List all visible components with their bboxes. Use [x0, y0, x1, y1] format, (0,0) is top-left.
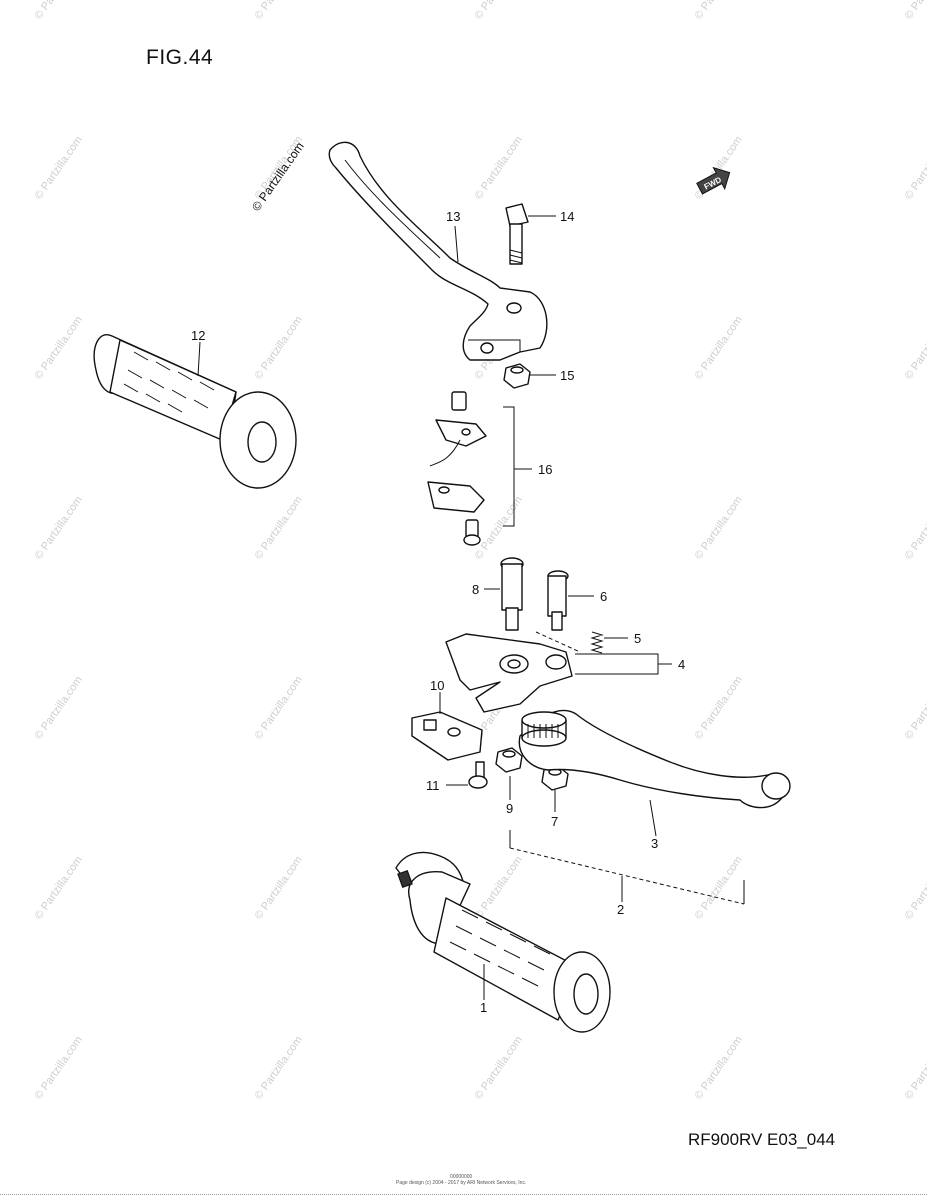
- part-10-switch: [411, 711, 483, 761]
- diagram-reference-code: RF900RV E03_044: [688, 1130, 836, 1149]
- part-1-throttle-grip: [395, 851, 611, 1033]
- callout-12: 12: [191, 328, 205, 343]
- callout-5: 5: [634, 631, 641, 646]
- watermark-text: © Partzilla.com: [903, 494, 927, 562]
- watermark-text: © Partzilla.com: [903, 1034, 927, 1102]
- part-3-lever: [518, 709, 791, 809]
- footer-line-2: Page design (c) 2004 - 2017 by ARI Netwo…: [396, 1180, 527, 1186]
- watermark-text: © Partzilla.com: [253, 494, 305, 562]
- watermark-text: © Partzilla.com: [473, 1034, 525, 1102]
- part-15-nut: [503, 363, 531, 389]
- watermark-text: © Partzilla.com: [903, 674, 927, 742]
- watermark-text: © Partzilla.com: [903, 854, 927, 922]
- watermark-text: © Partzilla.com: [33, 674, 85, 742]
- watermark-text: © Partzilla.com: [33, 1034, 85, 1102]
- callout-6: 6: [600, 589, 607, 604]
- watermark-text: © Partzilla.com: [33, 854, 85, 922]
- part-16-switch-assembly: [427, 391, 487, 546]
- part-11-screw: [468, 761, 488, 789]
- watermark-text: © Partzilla.com: [253, 314, 305, 382]
- footer-line-1: 00000000: [450, 1174, 473, 1180]
- watermark-text: © Partzilla.com: [903, 0, 927, 22]
- watermark-text: © Partzilla.com: [33, 134, 85, 202]
- callout-7: 7: [551, 814, 558, 829]
- figure-title: FIG.44: [146, 46, 214, 69]
- callout-8: 8: [472, 582, 479, 597]
- part-4-lever-holder: [445, 631, 581, 713]
- page-footer: 00000000 Page design (c) 2004 - 2017 by …: [396, 1174, 526, 1186]
- watermark-text: © Partzilla.com: [693, 0, 745, 22]
- part-14-bolt: [505, 203, 529, 265]
- callout-11: 11: [426, 778, 440, 793]
- watermark-text: © Partzilla.com: [473, 134, 525, 202]
- bottom-rule: [0, 1194, 927, 1195]
- watermark-text: © Partzilla.com: [253, 674, 305, 742]
- watermark-text: © Partzilla.com: [693, 494, 745, 562]
- callout-16: 16: [538, 462, 552, 477]
- part-5-spring: [590, 631, 604, 654]
- callout-1: 1: [480, 1000, 487, 1015]
- watermark-text: © Partzilla.com: [903, 134, 927, 202]
- callout-10: 10: [430, 678, 444, 693]
- leader-13: [454, 225, 459, 263]
- watermark-text: © Partzilla.com: [903, 314, 927, 382]
- watermark-text: © Partzilla.com: [33, 494, 85, 562]
- watermark-text: © Partzilla.com: [693, 674, 745, 742]
- callout-4: 4: [678, 657, 685, 672]
- watermark-text: © Partzilla.com: [33, 0, 85, 22]
- callout-15: 15: [560, 368, 574, 383]
- watermark-text: © Partzilla.com: [253, 854, 305, 922]
- callout-13: 13: [446, 209, 460, 224]
- part-6-bolt: [547, 570, 569, 631]
- leader-3: [649, 799, 657, 837]
- bracket-16: [503, 406, 515, 527]
- watermark-text: © Partzilla.com: [33, 314, 85, 382]
- part-13-lever: [328, 141, 548, 361]
- watermark-text: © Partzilla.com: [253, 0, 305, 22]
- leader-12: [197, 341, 201, 377]
- part-9-nut: [495, 747, 523, 773]
- callout-14: 14: [560, 209, 574, 224]
- watermark-text: © Partzilla.com: [693, 314, 745, 382]
- watermark-text: © Partzilla.com: [473, 0, 525, 22]
- part-8-pivot-bolt: [500, 557, 524, 631]
- bracket-4: [575, 653, 659, 675]
- watermark-text: © Partzilla.com: [473, 854, 525, 922]
- watermark-text: © Partzilla.com: [253, 1034, 305, 1102]
- watermark-text: © Partzilla.com: [693, 854, 745, 922]
- part-12-grip: [93, 334, 297, 489]
- callout-2: 2: [617, 902, 624, 917]
- watermark-text: © Partzilla.com: [693, 1034, 745, 1102]
- watermark-prominent: © Partzilla.com: [249, 139, 307, 213]
- callout-3: 3: [651, 836, 658, 851]
- watermark-text: © Partzilla.com: [693, 134, 745, 202]
- part-2-assembly-bracket: [509, 830, 745, 905]
- callout-9: 9: [506, 801, 513, 816]
